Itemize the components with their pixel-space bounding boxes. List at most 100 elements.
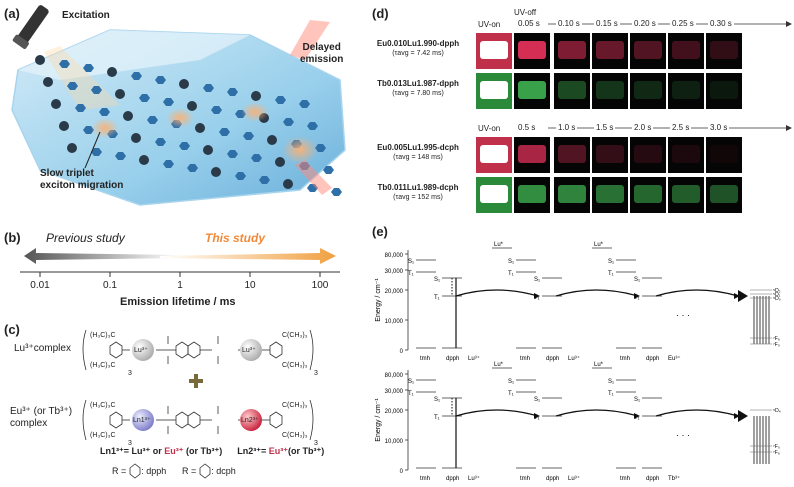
energy-transfer-arrow: [655, 289, 739, 297]
ligand-hexagon: [163, 98, 174, 106]
luminescence-photo: [514, 73, 550, 109]
lanthanide-sphere: [179, 79, 189, 89]
time-label: 0.10 s: [556, 19, 582, 28]
luminescence-photo: [476, 177, 512, 213]
energy-transfer-arrow: [455, 289, 539, 297]
luminescence-photo: [514, 137, 550, 173]
luminescence-photo: [630, 177, 666, 213]
luminescence-photo: [592, 73, 628, 109]
x-label: dpph: [646, 356, 659, 362]
ln1-ion: [132, 409, 154, 431]
x-label: dpph: [546, 356, 559, 362]
panel-b-label: (b): [4, 230, 21, 245]
tbu-top-right: C(CH₃)₃: [282, 332, 308, 339]
lu-star-label: Lu*: [594, 362, 604, 368]
ligand-hexagon: [211, 106, 222, 114]
luminescence-photo: [630, 33, 666, 69]
tick-label: 1: [177, 280, 183, 291]
lanthanide-sphere: [51, 99, 61, 109]
level-label: S₁: [634, 277, 640, 283]
lanthanide-sphere: [211, 167, 221, 177]
ligand-hexagon: [67, 82, 78, 90]
ligand-hexagon: [235, 172, 246, 180]
r-dcph-def: R = : dcph: [182, 466, 236, 476]
lanthanide-sphere: [203, 145, 213, 155]
level-label: S₁: [434, 397, 440, 403]
time-label: 1.0 s: [556, 123, 578, 132]
level-label: T₁: [634, 295, 640, 301]
x-label: Lu³⁺: [468, 475, 480, 482]
x-label: Lu³⁺: [568, 475, 580, 482]
lanthanide-sphere: [131, 133, 141, 143]
ligand-hexagon: [283, 118, 294, 126]
previous-study-label: Previous study: [46, 231, 125, 245]
ligand-hexagon: [227, 150, 238, 158]
x-label: tmh: [520, 356, 530, 362]
lu-star-label: Lu*: [494, 242, 504, 248]
ligand-hexagon: [59, 60, 70, 68]
sub3-bot-right: 3: [314, 440, 318, 447]
x-label: tmh: [620, 476, 630, 482]
luminescence-photo: [514, 33, 550, 69]
y-tick-label: 80,000: [385, 373, 404, 379]
panel-a: (a) Excitation: [0, 0, 360, 212]
uv-off-top: UV-off: [514, 8, 537, 17]
level-label: T₁: [434, 415, 440, 421]
migration-label: Slow triplet exciton migration: [40, 168, 124, 191]
ligand-hexagon: [83, 64, 94, 72]
level-label: S₁: [508, 379, 514, 385]
ln2-ion: [240, 409, 262, 431]
ligand-hexagon: [275, 96, 286, 104]
complex-structures: [82, 329, 314, 479]
ellipsis: · · ·: [676, 430, 690, 440]
tbu-top-right-2: C(CH₃)₃: [282, 362, 308, 369]
y-tick-label: 30,000: [385, 269, 404, 275]
sample-label: Eu0.010Lu1.990-dpph(τavg = 7.42 ms): [376, 39, 460, 57]
y-tick-label: 0: [400, 469, 404, 475]
level-label: T₁: [508, 391, 514, 397]
ligand-hexagon: [243, 132, 254, 140]
luminescence-photo: [592, 33, 628, 69]
ion-level-label: ⁵D₀: [773, 296, 781, 302]
ligand-hexagon: [179, 142, 190, 150]
ion-level-label: ⁵D₄: [773, 408, 781, 414]
ion-level-label: ⁷F₀: [773, 444, 780, 450]
lu-complex-label: Lu³⁺complex: [14, 343, 71, 354]
tbu-bot-left: (H₃C)₃C: [90, 402, 116, 409]
ligand-hexagon: [187, 164, 198, 172]
time-label: 0.30 s: [708, 19, 734, 28]
luminescence-photo: [554, 177, 590, 213]
ligand-hexagon: [155, 138, 166, 146]
ligand-hexagon: [139, 94, 150, 102]
lu-ion-left: [132, 339, 154, 361]
luminescence-photo: [668, 137, 704, 173]
x-label: Eu³⁺: [668, 355, 681, 362]
y-tick-label: 0: [400, 349, 404, 355]
level-label: T₁: [408, 391, 414, 397]
lanthanide-sphere: [251, 91, 261, 101]
tbu-top-left: (H₃C)₃C: [90, 332, 116, 339]
luminescence-photo: [554, 73, 590, 109]
luminescence-photo: [592, 177, 628, 213]
delayed-emission-label: Delayed emission: [300, 42, 344, 65]
time-label: 0.25 s: [670, 19, 696, 28]
ligand-hexagon: [259, 176, 270, 184]
luminescence-photo: [476, 33, 512, 69]
lanthanide-sphere: [123, 111, 133, 121]
luminescence-photo: [706, 33, 742, 69]
y-tick-label: 80,000: [385, 253, 404, 259]
luminescence-photo: [706, 177, 742, 213]
ligand-hexagon: [131, 72, 142, 80]
ellipsis: · · ·: [676, 310, 690, 320]
molecular-rows: [35, 55, 342, 196]
tick-label: 100: [311, 280, 329, 291]
level-label: T₁: [634, 415, 640, 421]
lanthanide-sphere: [115, 89, 125, 99]
luminescence-photo: [630, 137, 666, 173]
x-label: Lu³⁺: [468, 355, 480, 362]
x-label: dpph: [446, 356, 459, 362]
